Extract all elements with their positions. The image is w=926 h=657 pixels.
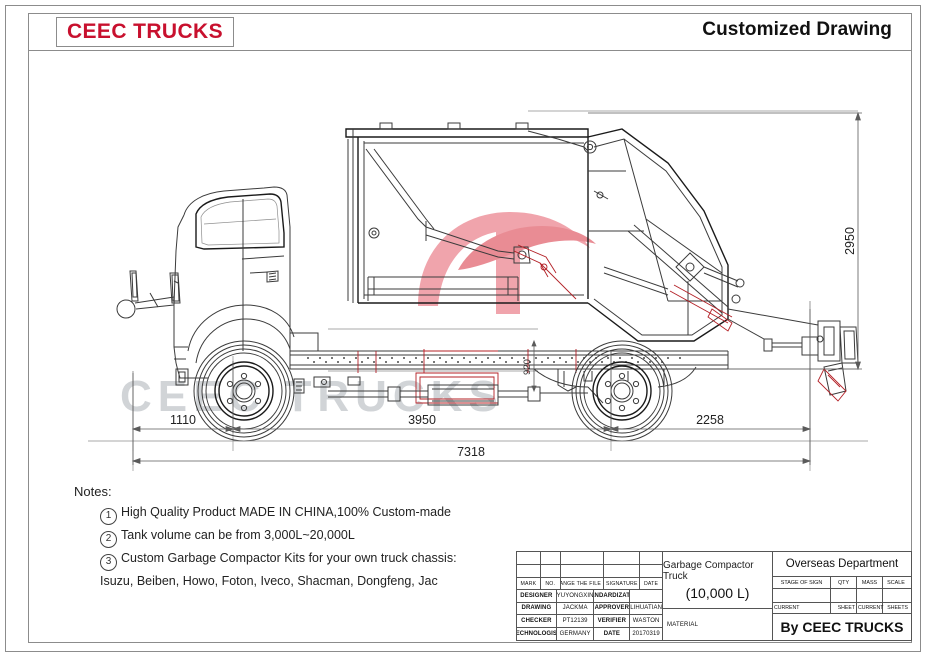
header-signature: SIGNATURE	[604, 578, 641, 589]
note-number-3: 3	[100, 554, 117, 571]
label-designer: DESIGNER	[517, 589, 557, 602]
signature-row-designer: DESIGNER YUYONGXIN STANDARDIZATION	[517, 589, 662, 603]
spec-value-row	[773, 589, 911, 603]
watermark-logo-icon	[418, 212, 596, 314]
value-date: 20170319	[632, 631, 660, 638]
value-drawing: JACKMA	[557, 602, 595, 615]
dimension-wheelbase: 3950	[408, 413, 436, 427]
header-mark: MARK	[517, 578, 541, 589]
product-identity: Garbage Compactor Truck (10,000 L)	[663, 552, 772, 609]
label-date: DATE	[594, 628, 631, 640]
note-item-1: 1 High Quality Product MADE IN CHINA,100%…	[74, 505, 494, 525]
title-block: MARK NO. CHANGE THE FILE NO. SIGNATURE D…	[516, 551, 912, 641]
brand-name: CEEC TRUCKS	[66, 20, 224, 43]
signature-row-checker: CHECKER PT12139 VERIFIER WASTON	[517, 615, 662, 629]
header-no: NO.	[541, 578, 561, 589]
signature-row-drawing: DRAWING JACKMA APPROVER LIHUATIAN	[517, 602, 662, 616]
note-number-2: 2	[100, 531, 117, 548]
notes-block: Notes: 1 High Quality Product MADE IN CHI…	[74, 484, 494, 612]
product-name: Garbage Compactor Truck	[663, 559, 754, 582]
dimension-overall-height: 2950	[843, 227, 857, 255]
value-designer: YUYONGXIN	[557, 589, 595, 602]
dimension-chassis-height: 920	[522, 359, 533, 375]
revision-grid	[517, 552, 662, 579]
label-drawing: DRAWING	[517, 602, 557, 615]
department-name: Overseas Department	[773, 552, 911, 577]
inner-frame	[28, 13, 912, 643]
signature-row-technologist: TECHNOLOGIST GERMANY DATE 20170319	[517, 628, 662, 640]
label-approver: APPROVER	[594, 602, 631, 615]
label-technologist: TECHNOLOGIST	[517, 628, 557, 640]
header-qty: QTY	[831, 577, 857, 588]
document-type-label: Customized Drawing	[702, 19, 892, 40]
revision-row	[517, 565, 662, 579]
material-label: MATERIAL	[667, 621, 699, 628]
revision-header-row: MARK NO. CHANGE THE FILE NO. SIGNATURE D…	[517, 578, 662, 590]
dimension-front-overhang: 1110	[170, 413, 196, 427]
watermark-text: CEEC TRUCKS	[120, 372, 504, 421]
label-sheet: SHEET	[831, 603, 857, 613]
title-block-product-column: Garbage Compactor Truck (10,000 L) MATER…	[663, 552, 773, 640]
label-current-sheets: CURRENT	[858, 603, 884, 613]
value-technologist: GERMANY	[557, 628, 595, 640]
note-text-2: Tank volume can be from 3,000L~20,000L	[121, 528, 355, 542]
company-footer: By CEEC TRUCKS	[780, 619, 904, 635]
title-block-revision-column: MARK NO. CHANGE THE FILE NO. SIGNATURE D…	[517, 552, 663, 640]
value-approver: LIHUATIAN	[630, 605, 662, 612]
note-chassis-brands: Isuzu, Beiben, Howo, Foton, Iveco, Shacm…	[100, 574, 438, 588]
brand-logo-box: CEEC TRUCKS	[56, 17, 234, 47]
label-sheets: SHEETS	[887, 605, 908, 611]
header-mass: MASS	[857, 577, 883, 588]
technical-drawing: 1110 3950 2258 7318 2950 920	[88, 110, 868, 471]
note-item-2: 2 Tank volume can be from 3,000L~20,000L	[74, 528, 494, 548]
outer-frame	[5, 5, 921, 652]
label-checker: CHECKER	[517, 615, 557, 628]
note-item-3: 3 Custom Garbage Compactor Kits for your …	[74, 551, 494, 571]
sheet-info-row: CURRENT SHEET CURRENT SHEETS	[773, 603, 911, 614]
title-strip	[28, 13, 912, 51]
spec-header-row: STAGE OF SIGN QTY MASS SCALE	[773, 577, 911, 589]
label-current-sheet: CURRENT	[773, 603, 831, 613]
value-verifier: WASTON	[632, 618, 660, 625]
header-scale: SCALE	[887, 579, 905, 586]
label-standardization: STANDARDIZATION	[594, 589, 631, 602]
product-volume: (10,000 L)	[685, 584, 750, 601]
title-block-department-column: Overseas Department STAGE OF SIGN QTY MA…	[773, 552, 911, 640]
value-standardization	[630, 590, 662, 602]
header-date: DATE	[643, 580, 659, 587]
note-text-1: High Quality Product MADE IN CHINA,100% …	[121, 505, 451, 519]
value-checker: PT12139	[557, 615, 595, 628]
header-change-file-no: CHANGE THE FILE NO.	[561, 578, 605, 589]
note-number-1: 1	[100, 508, 117, 525]
dimension-overall-length: 7318	[457, 445, 485, 459]
revision-row	[517, 552, 662, 566]
label-verifier: VERIFIER	[594, 615, 631, 628]
header-stage-of-sign: STAGE OF SIGN	[773, 577, 831, 588]
dimension-rear-overhang: 2258	[696, 413, 724, 427]
note-text-3: Custom Garbage Compactor Kits for your o…	[121, 551, 457, 565]
notes-title: Notes:	[74, 484, 112, 499]
